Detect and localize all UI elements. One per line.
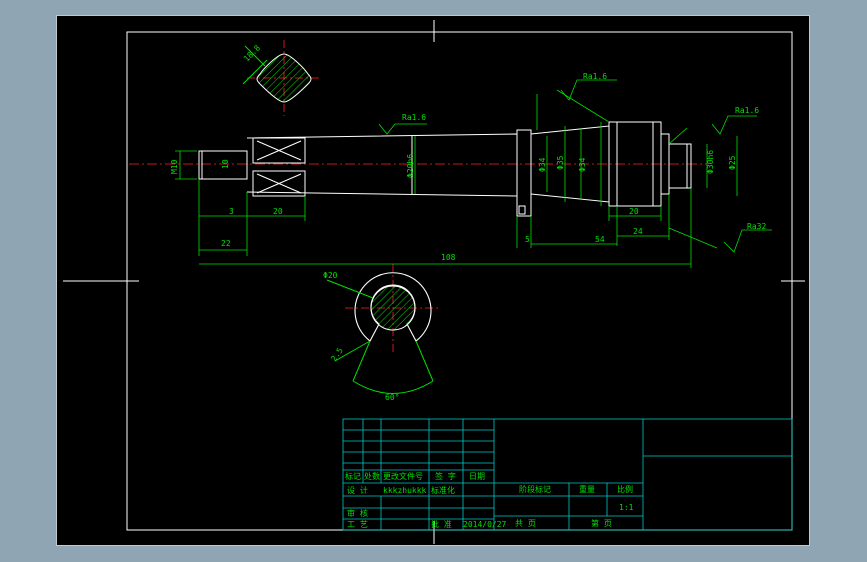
tb-designer: kkkzhukkk	[383, 486, 427, 495]
tb-sign: 签 字	[435, 471, 456, 481]
thread-section	[198, 150, 248, 180]
tb-total-sheets: 共 页	[515, 519, 536, 528]
section-small-label: 2.5	[329, 346, 345, 363]
tb-weight: 重量	[579, 484, 595, 494]
tb-zone: 更改文件号	[383, 471, 423, 481]
dim-24: 24	[633, 227, 643, 236]
shaft-collar	[516, 129, 532, 217]
tb-design: 设 计	[347, 485, 368, 495]
square-section: 18.8	[242, 40, 321, 116]
title-block-text: 标记 处数 更改文件号 签 字 日期 设 计 kkkzhukkk 标准化 审 核…	[345, 471, 634, 529]
dim-thread: M10	[170, 159, 179, 174]
dim-54: 54	[595, 235, 605, 244]
dim-r5: Φ25	[728, 155, 737, 170]
dim-5: 5	[525, 235, 530, 244]
keyway-lower	[252, 170, 306, 197]
tb-count: 处数	[364, 471, 380, 481]
dim-r2: Φ35	[556, 155, 565, 170]
rough-bottom: Ra32	[747, 222, 766, 231]
dim-r1: Φ34	[538, 157, 547, 172]
tb-sheet-no: 第 页	[591, 518, 612, 528]
drawing-window: 18.8 Φ20 2.5 60°	[56, 15, 810, 546]
roughness-symbols	[378, 79, 772, 253]
dim-r4: Φ30h6	[706, 150, 715, 174]
tb-process: 工 艺	[347, 520, 368, 529]
tb-stage: 阶段标记	[519, 484, 551, 494]
tb-mark: 标记	[345, 471, 361, 481]
title-block	[342, 418, 793, 531]
dim-total: 108	[441, 253, 456, 262]
rough-right: Ra1.6	[735, 106, 759, 115]
section-dia-label: Φ20	[323, 271, 338, 280]
tb-std: 标准化	[431, 485, 455, 495]
dim-3: 3	[229, 207, 234, 216]
shaft-end	[668, 143, 692, 189]
dim-20b: 20	[629, 207, 639, 216]
tb-check: 审 核	[347, 508, 368, 518]
shaft-view	[129, 121, 707, 217]
tb-scale: 比例	[617, 484, 633, 494]
rough-right-top: Ra1.6	[583, 72, 607, 81]
tb-approve-date: 2014/0/27	[463, 520, 507, 529]
dim-20: 20	[273, 207, 283, 216]
dimension-text: M10 10 3 20 22 Φ20h6 108 5 54 24 20 Φ34 …	[170, 150, 737, 262]
dim-10: 10	[221, 159, 230, 169]
dimension-lines	[175, 89, 738, 268]
sheet-border	[126, 31, 793, 531]
dim-22: 22	[221, 239, 231, 248]
section-angle-label: 60°	[385, 393, 399, 402]
tb-date: 日期	[469, 472, 485, 481]
keyway-upper	[252, 137, 306, 164]
dim-r3: Φ34	[578, 157, 587, 172]
bearing-seat	[608, 121, 662, 207]
tb-approve: 批 准	[431, 519, 452, 529]
tb-scale-value: 1:1	[619, 503, 634, 512]
dim-main-dia: Φ20h6	[406, 154, 415, 178]
rough-main: Ra1.6	[402, 113, 426, 122]
circular-section: Φ20 2.5 60°	[323, 264, 441, 402]
drawing-canvas: 18.8 Φ20 2.5 60°	[63, 20, 805, 544]
